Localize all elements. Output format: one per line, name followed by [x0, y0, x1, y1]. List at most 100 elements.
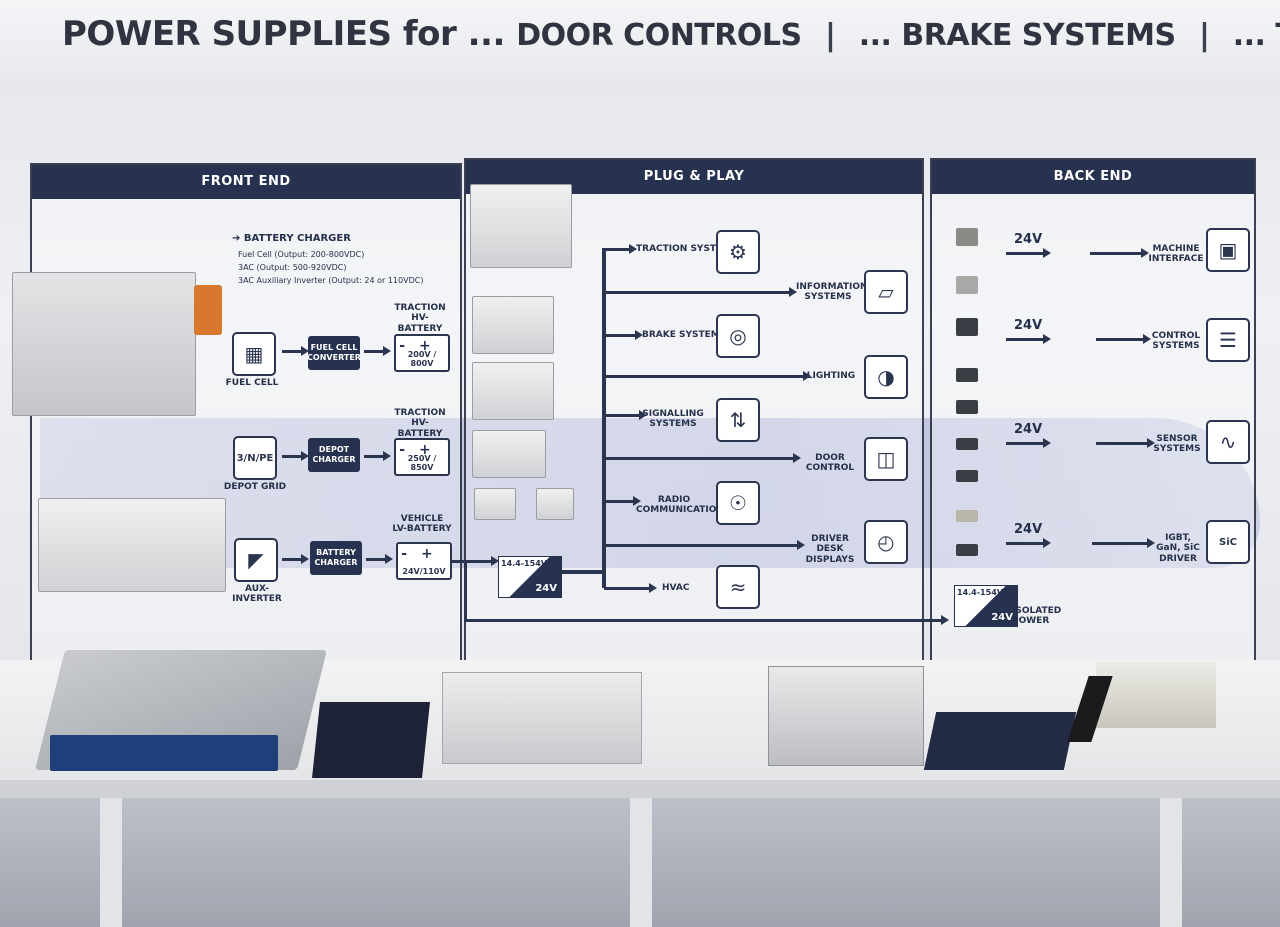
- back-end-voltage-1: 24V: [1014, 232, 1043, 247]
- traction-battery-1: -+ 200V / 800V: [394, 334, 450, 372]
- arrow: [1006, 538, 1051, 548]
- arrow: [364, 451, 391, 461]
- arrow: [1006, 248, 1051, 258]
- target-hvac: HVAC: [662, 583, 690, 593]
- fuel-cell-charger-device: [12, 272, 196, 416]
- brake-disc-icon: ◎: [716, 314, 760, 358]
- traction-battery-1-voltage: 200V / 800V: [407, 350, 437, 368]
- sensor-wave-icon: ∿: [1206, 420, 1250, 464]
- banner-item-traction: ... TRACTION SY: [1232, 18, 1280, 53]
- recom-converter-unit: [768, 666, 924, 766]
- component-chip: [956, 438, 978, 450]
- shelf-edge: [0, 780, 1280, 798]
- plug-play-module: [474, 488, 516, 520]
- orange-connector: [194, 285, 222, 335]
- isolated-feed-arrow: [464, 615, 949, 625]
- aux-inverter-label: AUX-INVERTER: [232, 584, 282, 605]
- battery-terminals: -+: [401, 546, 447, 562]
- target-signalling-systems: SIGNALLING SYSTEMS: [642, 409, 704, 430]
- banner-separator: |: [1198, 18, 1210, 53]
- battery-terminals: -+: [399, 338, 445, 354]
- arrow: [282, 451, 309, 461]
- vehicle-battery-label: VEHICLE LV-BATTERY: [392, 514, 452, 535]
- converter-output-voltage: 24V: [535, 583, 557, 594]
- fuel-cell-icon: ▦: [232, 332, 276, 376]
- rack-front-panel: [50, 735, 278, 771]
- product-catalog: [923, 712, 1077, 770]
- motor-icon: ⚙: [716, 230, 760, 274]
- bus-line: [562, 570, 604, 574]
- traction-battery-2: -+ 250V / 850V: [394, 438, 450, 476]
- target-door-control: DOOR CONTROL: [805, 453, 855, 474]
- converter-input-voltage: 14.4-154V: [501, 559, 547, 568]
- touchscreen-icon: ▣: [1206, 228, 1250, 272]
- arrow: [604, 453, 801, 463]
- enclosed-power-unit: [442, 672, 642, 764]
- fuel-cell-converter-box: FUEL CELL CONVERTER: [307, 336, 361, 370]
- component-chip: [956, 470, 978, 482]
- airflow-icon: ≈: [716, 565, 760, 609]
- back-end-voltage-2: 24V: [1014, 318, 1043, 333]
- arrow: [604, 496, 641, 506]
- component-chip: [956, 368, 978, 382]
- vehicle-battery: -+ 24V/110V: [396, 542, 452, 580]
- depot-grid-label: DEPOT GRID: [223, 482, 287, 492]
- fuel-cell-label: FUEL CELL: [225, 378, 279, 388]
- battery-charger-line-2: 3AC (Output: 500-920VDC): [238, 263, 347, 272]
- arrow: [1090, 248, 1149, 258]
- back-end-voltage-3: 24V: [1014, 422, 1043, 437]
- banner-title: POWER SUPPLIES for ... DOOR CONTROLS | .…: [62, 14, 1280, 54]
- banner-item-door: DOOR CONTROLS: [516, 18, 802, 53]
- battery-terminals: -+: [399, 442, 445, 458]
- plug-play-module: [472, 296, 554, 354]
- sic-chip-icon: SiC: [1206, 520, 1250, 564]
- arrow: [1096, 334, 1151, 344]
- arrow: [604, 540, 805, 550]
- target-machine-interface: MACHINE INTERFACE: [1148, 244, 1204, 265]
- antenna-icon: ☉: [716, 481, 760, 525]
- traction-battery-label-1: TRACTION HV-BATTERY: [394, 303, 446, 334]
- arrow: [1006, 334, 1051, 344]
- battery-charger-title-text: BATTERY CHARGER: [243, 233, 351, 244]
- shelf-leg: [100, 798, 122, 927]
- arrow: [604, 410, 647, 420]
- target-brake-systems: BRAKE SYSTEMS: [642, 330, 727, 340]
- signal-icon: ⇅: [716, 398, 760, 442]
- component-chip: [956, 318, 978, 336]
- cast-icon: ▱: [864, 270, 908, 314]
- arrow: [452, 556, 499, 566]
- component-chip: [956, 400, 978, 414]
- din-rail-modules: [1096, 662, 1216, 728]
- brochure: [312, 702, 430, 778]
- battery-charger-box: BATTERY CHARGER: [310, 541, 362, 575]
- battery-charger-line-1: Fuel Cell (Output: 200-800VDC): [238, 250, 365, 259]
- traction-battery-2-voltage: 250V / 850V: [407, 454, 437, 472]
- target-lighting: LIGHTING: [806, 371, 856, 381]
- back-end-voltage-4: 24V: [1014, 522, 1043, 537]
- arrow: [282, 346, 309, 356]
- component-chip: [956, 544, 978, 556]
- target-radio-communication: RADIO COMMUNICATION: [636, 495, 724, 516]
- banner-lead: POWER SUPPLIES for ...: [62, 14, 505, 54]
- gauge-icon: ◴: [864, 520, 908, 564]
- battery-charger-line-3: 3AC Auxiliary Inverter (Output: 24 or 11…: [238, 276, 424, 285]
- arrow: [604, 244, 637, 254]
- isolated-input-voltage: 14.4-154V: [957, 588, 1003, 597]
- target-control-systems: CONTROL SYSTEMS: [1151, 331, 1201, 352]
- target-information-systems: INFORMATION SYSTEMS: [796, 282, 868, 303]
- banner: POWER SUPPLIES for ... DOOR CONTROLS | .…: [0, 0, 1280, 78]
- target-driver-desk-displays: DRIVER DESK DISPLAYS: [805, 534, 855, 565]
- plug-play-converter: 14.4-154V 24V: [498, 556, 562, 598]
- plug-play-module: [472, 430, 546, 478]
- front-end-title: FRONT END: [32, 165, 460, 199]
- front-end-panel: FRONT END: [30, 163, 462, 722]
- arrow: [604, 330, 643, 340]
- arrow: [282, 554, 309, 564]
- component-chip: [956, 276, 978, 294]
- plug-play-module: [472, 362, 554, 420]
- component-chip: [956, 228, 978, 246]
- banner-item-brake: ... BRAKE SYSTEMS: [858, 18, 1176, 53]
- bus-spine: [602, 248, 606, 588]
- shelf-leg: [1160, 798, 1182, 927]
- target-sensor-systems: SENSOR SYSTEMS: [1153, 434, 1201, 455]
